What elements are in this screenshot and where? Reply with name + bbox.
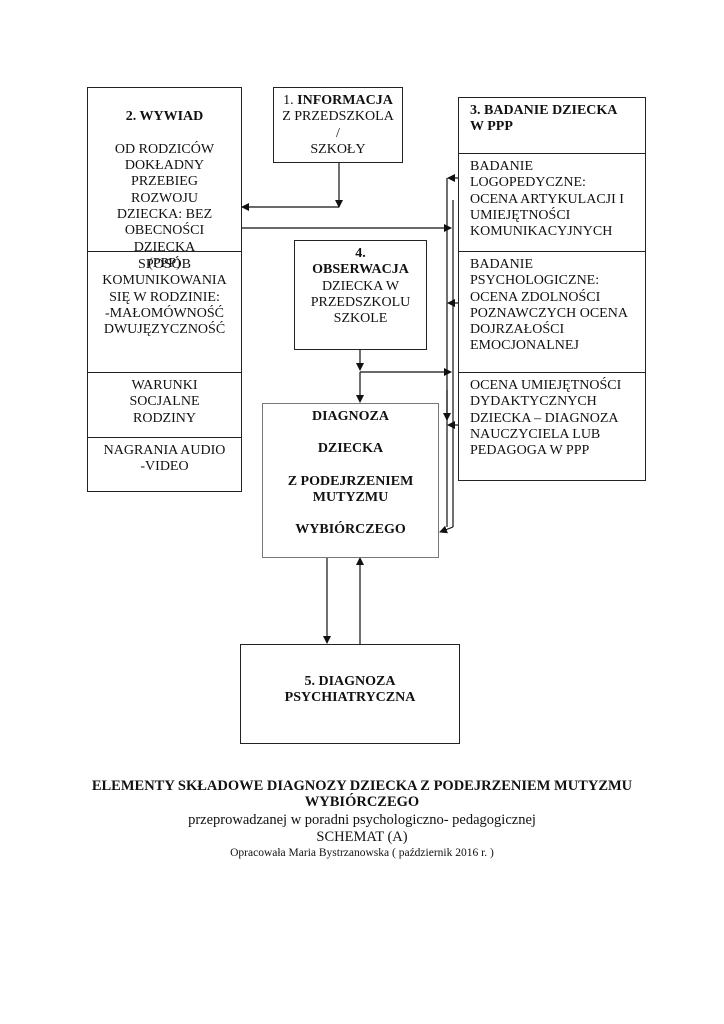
footer-credit: Opracowała Maria Bystrzanowska ( paździe… bbox=[230, 847, 494, 859]
box2-body: OD RODZICÓW DOKŁADNY PRZEBIEG ROZWOJU DZ… bbox=[114, 141, 215, 271]
box2-section-communication: SPOSÓB KOMUNIKOWANIA SIĘ W RODZINIE: -MA… bbox=[88, 251, 241, 372]
box-diagnosis: DIAGNOZA DZIECKA Z PODEJRZENIEM MUTYZMU … bbox=[262, 403, 439, 558]
box1-number: 1. bbox=[283, 93, 298, 108]
box5-title: 5. DIAGNOZA PSYCHIATRYCZNA bbox=[284, 674, 416, 706]
box3-section-didactic: OCENA UMIEJĘTNOŚCI DYDAKTYCZNYCH DZIECKA… bbox=[459, 372, 645, 481]
box1-body: Z PRZEDSZKOLA / SZKOŁY bbox=[282, 109, 394, 157]
box2-title: 2. WYWIAD bbox=[125, 109, 204, 125]
box-observation: 4. OBSERWACJA DZIECKA W PRZEDSZKOLU SZKO… bbox=[294, 240, 427, 350]
box2-section-recordings: NAGRANIA AUDIO -VIDEO bbox=[88, 437, 241, 492]
box-psychiatric-diagnosis: 5. DIAGNOZA PSYCHIATRYCZNA bbox=[240, 644, 460, 744]
footer-schema: SCHEMAT (A) bbox=[316, 829, 408, 845]
box4-number: 4. bbox=[355, 246, 366, 261]
box4-body: DZIECKA W PRZEDSZKOLU SZKOLE bbox=[310, 278, 411, 327]
box2-section-interview: 2. WYWIAD OD RODZICÓW DOKŁADNY PRZEBIEG … bbox=[88, 88, 241, 271]
diagnosis-line3: Z PODEJRZENIEM MUTYZMU bbox=[287, 473, 414, 505]
box3-section-speech: BADANIE LOGOPEDYCZNE: OCENA ARTYKULACJI … bbox=[459, 153, 645, 251]
box3-section-psychology: BADANIE PSYCHOLOGICZNE: OCENA ZDOLNOŚCI … bbox=[459, 251, 645, 372]
box1-title: INFORMACJA bbox=[297, 93, 393, 108]
diagnosis-line1: DIAGNOZA bbox=[311, 409, 389, 424]
box-child-examination: 3. BADANIE DZIECKA W PPP BADANIE LOGOPED… bbox=[458, 97, 646, 481]
diagnosis-line2: DZIECKA bbox=[317, 441, 384, 457]
footer-subtitle: przeprowadzanej w poradni psychologiczno… bbox=[188, 812, 536, 828]
box3-title: 3. BADANIE DZIECKA W PPP bbox=[470, 103, 618, 135]
box-parent-interview: 2. WYWIAD OD RODZICÓW DOKŁADNY PRZEBIEG … bbox=[87, 87, 242, 492]
box4-title: OBSERWACJA bbox=[312, 262, 409, 278]
footer-title: ELEMENTY SKŁADOWE DIAGNOZY DZIECKA Z POD… bbox=[91, 778, 633, 811]
diagnosis-line4: WYBIÓRCZEGO bbox=[295, 522, 406, 538]
arrow-into-diagnosis bbox=[439, 525, 454, 534]
box-information-school: 1. INFORMACJA Z PRZEDSZKOLA / SZKOŁY bbox=[273, 87, 403, 163]
box2-section-social: WARUNKI SOCJALNE RODZINY bbox=[88, 372, 241, 437]
